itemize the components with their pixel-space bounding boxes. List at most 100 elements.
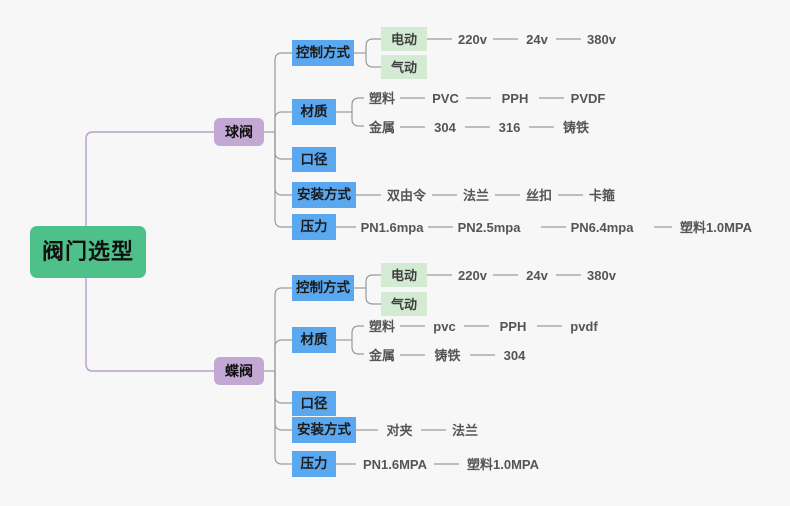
leaf-node[interactable]: PN1.6MPA bbox=[356, 454, 434, 474]
attribute-node-control-method[interactable]: 控制方式 bbox=[292, 40, 354, 66]
leaf-node[interactable]: 法兰 bbox=[446, 420, 484, 440]
leaf-node[interactable]: PPH bbox=[489, 316, 537, 336]
leaf-node-label: 丝扣 bbox=[525, 187, 552, 203]
attribute-node-label: 控制方式 bbox=[296, 45, 350, 61]
leaf-node[interactable]: PVC bbox=[425, 88, 466, 108]
branch-node-label: 蝶阀 bbox=[225, 363, 253, 379]
leaf-node[interactable]: 塑料1.0MPA bbox=[672, 217, 760, 237]
root-node-label: 阀门选型 bbox=[42, 239, 135, 264]
leaf-node[interactable]: PN1.6mpa bbox=[356, 217, 428, 237]
attribute-node-caliber[interactable]: 口径 bbox=[292, 147, 336, 172]
option-node-label: 电动 bbox=[390, 267, 417, 283]
option-node-metal[interactable]: 金属 bbox=[364, 117, 400, 137]
attribute-node-label: 材质 bbox=[300, 332, 328, 348]
leaf-node[interactable]: 塑料1.0MPA bbox=[459, 454, 547, 474]
leaf-node[interactable]: 双由令 bbox=[381, 185, 432, 205]
leaf-node[interactable]: 铸铁 bbox=[554, 117, 598, 137]
attribute-node-label: 材质 bbox=[300, 104, 328, 120]
leaf-node-label: 24v bbox=[526, 31, 548, 47]
branch-node-label: 球阀 bbox=[225, 124, 253, 140]
leaf-node-label: 铸铁 bbox=[562, 119, 589, 135]
attribute-node-installation[interactable]: 安装方式 bbox=[292, 182, 356, 208]
leaf-node[interactable]: PN6.4mpa bbox=[566, 217, 638, 237]
attribute-node-label: 压力 bbox=[300, 456, 328, 472]
leaf-node-label: PVC bbox=[432, 90, 459, 106]
attribute-node-material[interactable]: 材质 bbox=[292, 99, 336, 125]
leaf-node[interactable]: 24v bbox=[518, 265, 556, 285]
leaf-node-label: PN1.6MPA bbox=[362, 456, 428, 472]
leaf-node-label: 380v bbox=[587, 31, 616, 47]
attribute-node-label: 安装方式 bbox=[297, 187, 351, 203]
leaf-node[interactable]: 24v bbox=[518, 29, 556, 49]
leaf-node-label: 380v bbox=[587, 267, 616, 283]
leaf-node[interactable]: pvdf bbox=[562, 316, 606, 336]
option-node-label: 气动 bbox=[390, 59, 417, 75]
option-node-label: 塑料 bbox=[368, 90, 395, 106]
option-node-label: 电动 bbox=[390, 31, 417, 47]
option-node-pneumatic[interactable]: 气动 bbox=[381, 55, 427, 79]
leaf-node[interactable]: 220v bbox=[452, 29, 493, 49]
leaf-node-label: 对夹 bbox=[386, 422, 413, 438]
root-node[interactable]: 阀门选型 bbox=[30, 226, 146, 278]
attribute-node-pressure[interactable]: 压力 bbox=[292, 451, 336, 477]
leaf-node[interactable]: 对夹 bbox=[378, 420, 421, 440]
leaf-node-label: 220v bbox=[458, 31, 487, 47]
leaf-node-label: PVDF bbox=[570, 90, 606, 106]
leaf-node[interactable]: 380v bbox=[581, 29, 622, 49]
leaf-node-label: 304 bbox=[434, 119, 456, 135]
leaf-node-label: PPH bbox=[501, 90, 529, 106]
attribute-node-caliber[interactable]: 口径 bbox=[292, 391, 336, 416]
attribute-node-material[interactable]: 材质 bbox=[292, 327, 336, 353]
option-node-label: 金属 bbox=[368, 119, 395, 135]
option-node-label: 塑料 bbox=[368, 318, 395, 334]
option-node-label: 金属 bbox=[368, 347, 395, 363]
leaf-node-label: pvc bbox=[433, 318, 456, 334]
attribute-node-label: 口径 bbox=[300, 151, 328, 167]
leaf-node[interactable]: 316 bbox=[490, 117, 529, 137]
branch-node-ball-valve[interactable]: 球阀 bbox=[214, 118, 264, 146]
leaf-node-label: pvdf bbox=[570, 318, 598, 334]
leaf-node-label: PN2.5mpa bbox=[457, 219, 521, 235]
leaf-node[interactable]: 铸铁 bbox=[425, 345, 470, 365]
attribute-node-label: 安装方式 bbox=[297, 422, 351, 438]
leaf-node[interactable]: PPH bbox=[491, 88, 539, 108]
leaf-node-label: 双由令 bbox=[386, 187, 426, 203]
attribute-node-label: 口径 bbox=[300, 395, 328, 411]
leaf-node-label: 法兰 bbox=[451, 422, 478, 438]
leaf-node-label: 塑料1.0MPA bbox=[467, 456, 539, 472]
leaf-node[interactable]: 380v bbox=[581, 265, 622, 285]
branch-node-butterfly-valve[interactable]: 蝶阀 bbox=[214, 357, 264, 385]
option-node-electric[interactable]: 电动 bbox=[381, 263, 427, 287]
leaf-node-label: 铸铁 bbox=[434, 347, 461, 363]
leaf-node-label: 220v bbox=[458, 267, 487, 283]
leaf-node[interactable]: 220v bbox=[452, 265, 493, 285]
attribute-node-label: 控制方式 bbox=[296, 280, 350, 296]
leaf-node[interactable]: 丝扣 bbox=[520, 185, 558, 205]
leaf-node-label: 316 bbox=[498, 119, 521, 135]
leaf-node[interactable]: PN2.5mpa bbox=[453, 217, 525, 237]
leaf-node-label: 卡箍 bbox=[588, 187, 615, 203]
leaf-node[interactable]: 卡箍 bbox=[583, 185, 621, 205]
option-node-electric[interactable]: 电动 bbox=[381, 27, 427, 51]
attribute-node-control-method[interactable]: 控制方式 bbox=[292, 275, 354, 301]
leaf-node[interactable]: pvc bbox=[425, 316, 464, 336]
leaf-node[interactable]: 304 bbox=[495, 345, 534, 365]
attribute-node-installation[interactable]: 安装方式 bbox=[292, 417, 356, 443]
option-node-label: 气动 bbox=[390, 296, 417, 312]
leaf-node[interactable]: PVDF bbox=[564, 88, 612, 108]
option-node-pneumatic[interactable]: 气动 bbox=[381, 292, 427, 316]
leaf-node-label: 304 bbox=[503, 347, 526, 363]
leaf-node[interactable]: 法兰 bbox=[457, 185, 495, 205]
leaf-node-label: 塑料1.0MPA bbox=[680, 219, 752, 235]
attribute-node-label: 压力 bbox=[300, 219, 328, 235]
leaf-node-label: 24v bbox=[526, 267, 548, 283]
leaf-node-label: PN1.6mpa bbox=[360, 219, 424, 235]
leaf-node-label: 法兰 bbox=[462, 187, 489, 203]
leaf-node-label: PPH bbox=[499, 318, 527, 334]
option-node-plastic[interactable]: 塑料 bbox=[364, 88, 400, 108]
option-node-metal[interactable]: 金属 bbox=[364, 345, 400, 365]
attribute-node-pressure[interactable]: 压力 bbox=[292, 214, 336, 240]
option-node-plastic[interactable]: 塑料 bbox=[364, 316, 400, 336]
leaf-node[interactable]: 304 bbox=[425, 117, 465, 137]
